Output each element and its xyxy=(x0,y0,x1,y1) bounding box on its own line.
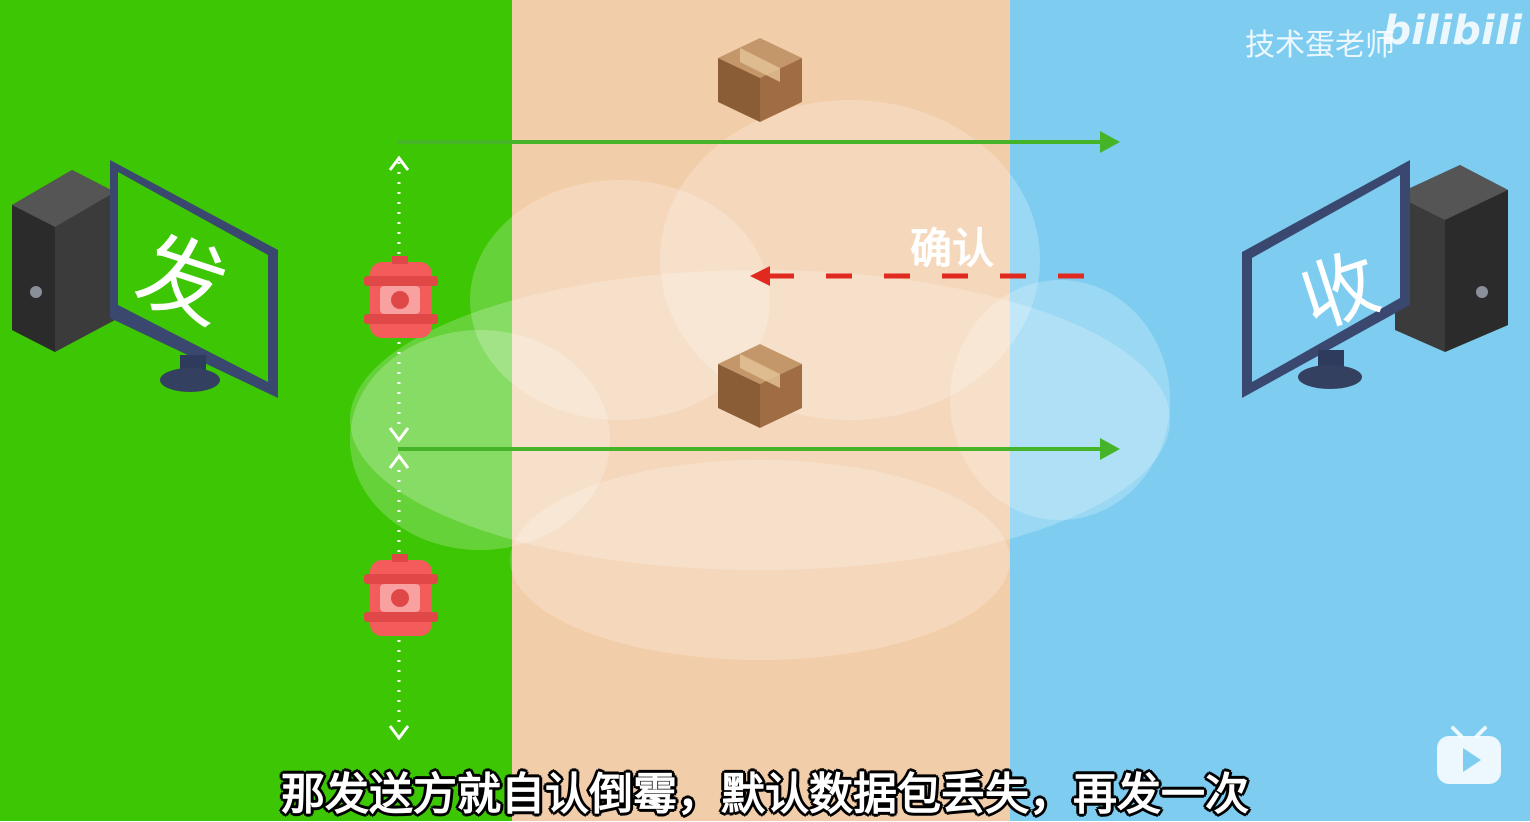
ack-arrow xyxy=(750,266,1096,286)
sender-panel xyxy=(0,0,512,821)
package-box-icon xyxy=(718,344,802,428)
watermark-text: 技术蛋老师 xyxy=(1245,28,1395,63)
data-arrow xyxy=(398,131,1120,153)
interval-arrowheads xyxy=(388,155,410,741)
data-arrow xyxy=(398,438,1120,460)
package-box-icon xyxy=(718,38,802,122)
timer-bomb-icon xyxy=(364,256,438,338)
timer-bomb-icon xyxy=(364,554,438,636)
receiver-computer-icon xyxy=(1242,160,1508,398)
sender-computer-icon xyxy=(12,160,278,398)
subtitle: 那发送方就自认倒霉，默认数据包丢失，再发一次 xyxy=(281,769,1249,820)
ack-label: 确认 xyxy=(910,224,995,273)
bilibili-tv-icon[interactable] xyxy=(1435,724,1503,786)
receiver-panel xyxy=(1010,0,1530,821)
bilibili-logo: bilibili xyxy=(1382,8,1522,54)
